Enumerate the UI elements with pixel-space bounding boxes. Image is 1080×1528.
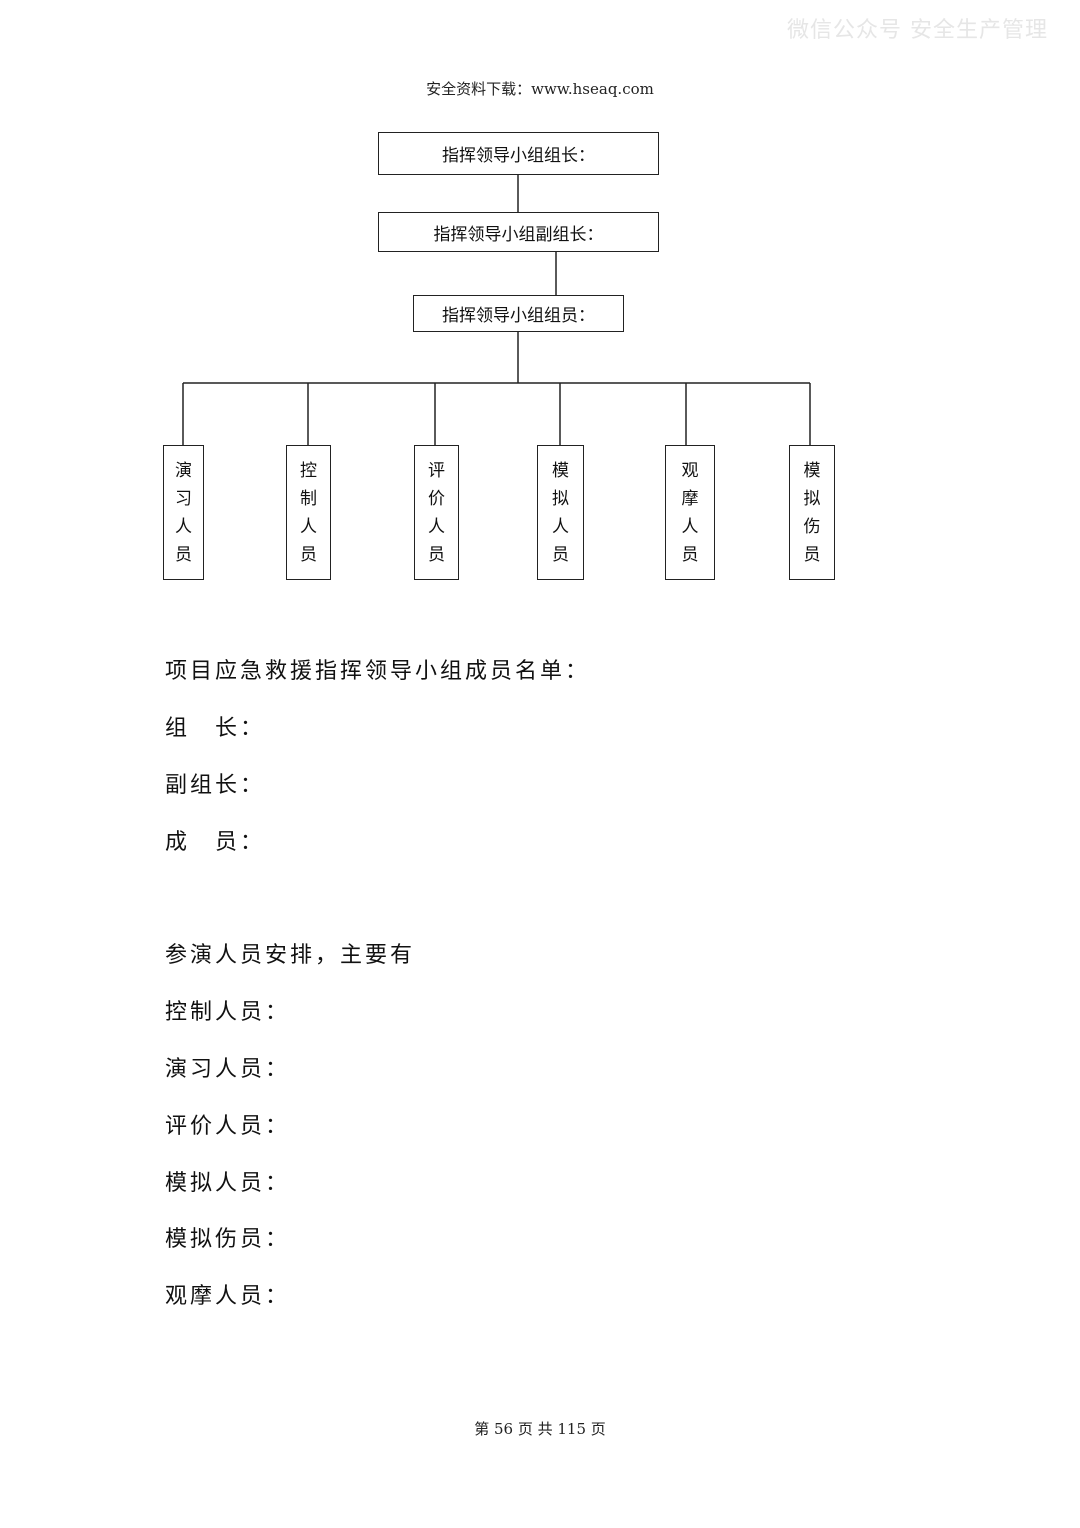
org-box-members: 指挥领导小组组员： [413,295,624,332]
page-header: 安全资料下载：www.hseaq.com [426,80,654,98]
role-char: 员 [175,544,192,565]
leader-label: 组 长： [165,716,266,741]
role-char: 价 [428,488,445,509]
role-char: 人 [428,516,445,537]
simulated-injured-label: 模拟伤员： [165,1227,291,1252]
evaluation-staff-label: 评价人员： [165,1114,291,1139]
role-char: 评 [428,460,445,481]
role-char: 员 [803,544,821,565]
role-char: 拟 [552,488,569,509]
org-role-simulation-staff: 模 拟 人 员 [537,445,584,580]
org-role-control-staff: 控 制 人 员 [286,445,331,580]
observer-staff-label: 观摩人员： [165,1284,291,1309]
control-staff-label: 控制人员： [165,1000,291,1025]
role-char: 拟 [803,488,821,509]
org-role-observer-staff: 观 摩 人 员 [665,445,715,580]
role-char: 伤 [803,516,821,537]
role-char: 员 [428,544,445,565]
org-role-simulated-injured: 模 拟 伤 员 [789,445,835,580]
member-label: 成 员： [165,830,266,855]
member-list-title: 项目应急救援指挥领导小组成员名单： [165,659,591,684]
org-role-drill-staff: 演 习 人 员 [163,445,204,580]
role-char: 摩 [681,488,699,509]
drill-staff-label: 演习人员： [165,1057,291,1082]
org-chart-connectors [182,175,811,445]
role-char: 模 [552,460,569,481]
vice-leader-label: 副组长： [165,773,266,798]
role-char: 员 [552,544,569,565]
role-char: 模 [803,460,821,481]
org-box-leader: 指挥领导小组组长： [378,132,659,175]
arrangement-title: 参演人员安排，主要有 [165,943,416,968]
role-char: 演 [175,460,192,481]
role-char: 观 [681,460,699,481]
role-char: 制 [300,488,317,509]
role-char: 人 [681,516,699,537]
role-char: 员 [681,544,699,565]
watermark-text: 微信公众号 安全生产管理 [787,18,1048,43]
role-char: 控 [300,460,317,481]
page-number-footer: 第 56 页 共 115 页 [474,1420,606,1438]
role-char: 员 [300,544,317,565]
org-role-evaluation-staff: 评 价 人 员 [414,445,459,580]
role-char: 人 [552,516,569,537]
role-char: 人 [175,516,192,537]
role-char: 人 [300,516,317,537]
role-char: 习 [175,488,192,509]
org-box-vice-leader: 指挥领导小组副组长： [378,212,659,252]
simulation-staff-label: 模拟人员： [165,1171,291,1196]
